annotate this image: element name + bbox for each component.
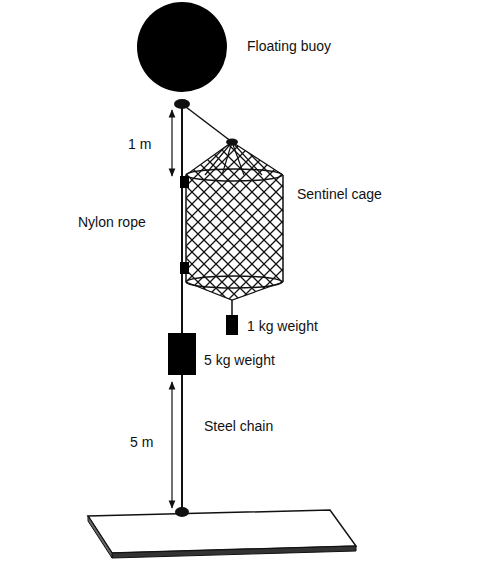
part-label: Steel chain: [204, 418, 273, 435]
rope: [181, 104, 183, 512]
part-label: 5 kg weight: [204, 352, 275, 369]
bridle: [182, 104, 232, 142]
part-label: Floating buoy: [247, 38, 331, 55]
part-label: Nylon rope: [78, 214, 146, 231]
buoy: [137, 2, 227, 92]
dimension-label: 5 m: [130, 434, 153, 451]
weight-block: [168, 333, 196, 375]
dimension-arrow: [171, 110, 172, 176]
part-label: Sentinel cage: [297, 186, 382, 203]
base-plate: [88, 510, 356, 558]
part-label: 1 kg weight: [247, 318, 318, 335]
anchor-point: [175, 507, 189, 517]
dimension-label: 1 m: [128, 136, 151, 153]
dimension-arrow: [171, 382, 172, 508]
sentinel-cage: [180, 135, 290, 335]
